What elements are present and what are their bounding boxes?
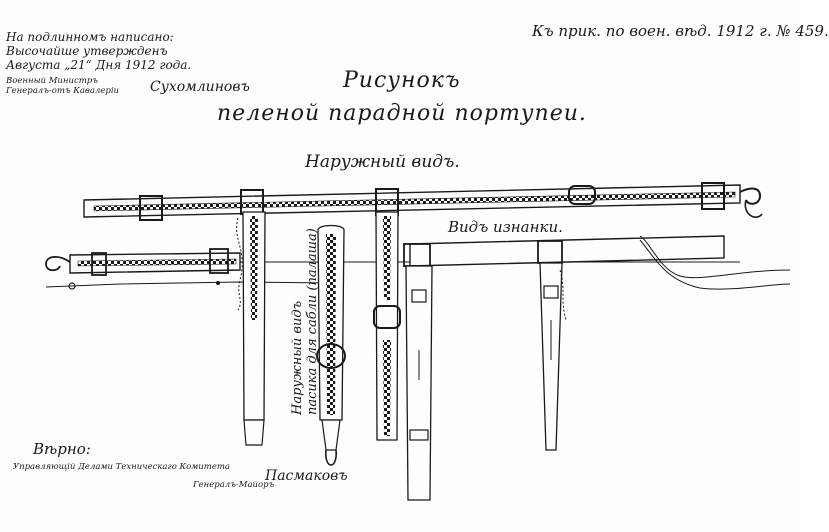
belt-buckle <box>91 252 107 276</box>
belt-buckle <box>701 182 725 210</box>
hook-icon <box>45 256 71 272</box>
strap-ring <box>316 343 346 369</box>
drawing-sheet: На подлинномъ написано: Высочайше утверж… <box>6 22 829 501</box>
outer-view-label: Наружный видъ. <box>305 152 460 172</box>
certified-line-2: Генералъ-Майоръ <box>193 480 275 490</box>
approval-line-1: На подлинномъ написано: <box>6 30 174 44</box>
top-waist-belt <box>83 182 763 221</box>
strap-buckle <box>373 305 401 329</box>
approval-line-2: Высочайше утвержденъ <box>6 44 168 58</box>
belt-buckle <box>568 185 596 205</box>
hanging-strap-3 <box>373 211 401 441</box>
approval-line-3: Августа „21“ Дня 1912 года. <box>6 58 192 72</box>
minister-line-2: Генералъ-отъ Кавалерiи <box>6 86 120 96</box>
hanging-strap-1 <box>242 211 266 446</box>
sabre-strap-label: Наружный видъ пасика для сабли (палаша) <box>290 228 320 415</box>
hook-icon <box>739 187 762 205</box>
minister-signature: Сухомлиновъ <box>150 79 250 95</box>
minister-line-1: Военный Министръ <box>6 76 98 86</box>
sabre-strap <box>316 224 346 466</box>
certified-line-1: Управляющiй Делами Техническаго Комитета <box>13 462 230 472</box>
belt-buckle <box>139 195 163 221</box>
reverse-view-label: Видъ изнанки. <box>448 218 563 236</box>
sabre-strap-label-line-2: пасика для сабли (палаша) <box>305 228 320 415</box>
certified-title: Вѣрно: <box>33 440 91 458</box>
sabre-strap-label-line-1: Наружный видъ <box>290 300 305 415</box>
reverse-view-belt <box>403 235 791 501</box>
drawing-title-line-2: пеленой парадной портупеи. <box>217 101 587 126</box>
order-reference: Къ прик. по воен. вѣд. 1912 г. № 459. <box>532 22 829 40</box>
certified-signature: Пасмаковъ <box>265 468 348 484</box>
drawing-title-line-1: Рисунокъ <box>343 68 461 93</box>
approval-note: На подлинномъ написано: Высочайше утверж… <box>6 30 191 96</box>
sword-belt-drawing <box>45 182 791 501</box>
certification-note: Вѣрно: Управляющiй Делами Техническаго К… <box>13 440 274 490</box>
belt-buckle <box>209 248 229 274</box>
